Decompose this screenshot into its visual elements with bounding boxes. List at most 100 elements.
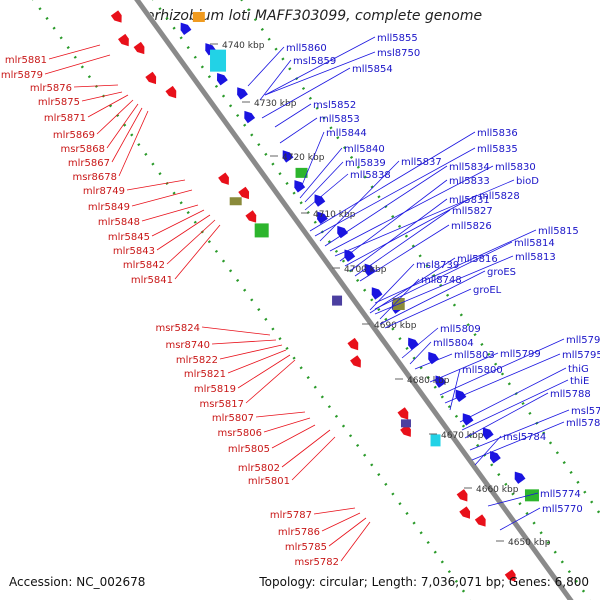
orange-block [192, 11, 205, 22]
gene-label: mlr5876 [30, 83, 72, 94]
cyan-block [430, 434, 441, 447]
gene-label: mll5780 [566, 418, 600, 429]
gene-label: mll5796 [566, 335, 600, 346]
label-leader [264, 51, 376, 96]
purple-block [400, 419, 411, 428]
gene-label: msl8750 [377, 48, 420, 59]
gene-label: groEL [473, 285, 502, 296]
label-leader [449, 368, 461, 411]
label-leader [166, 219, 216, 265]
label-leader [304, 161, 344, 203]
kbp-label: 4680 kbp [407, 376, 450, 386]
label-leader [429, 352, 499, 383]
gene-label: mlr5801 [248, 476, 290, 487]
gene-label: mll5774 [540, 489, 581, 500]
reverse-gene [514, 471, 526, 484]
forward-gene [218, 172, 229, 185]
gene-label: msr8740 [165, 340, 210, 351]
forward-gene [400, 424, 411, 437]
gene-label: mlr8749 [83, 186, 125, 197]
label-leader [344, 194, 478, 267]
gene-label: mlr5785 [285, 542, 327, 553]
label-leader [313, 507, 356, 515]
gene-label: mll5853 [319, 114, 360, 125]
label-leader [151, 209, 205, 237]
label-leader [274, 103, 312, 128]
gene-label: mll5799 [500, 349, 541, 360]
label-leader [96, 99, 134, 135]
kbp-label: 4660 kbp [476, 485, 519, 495]
reverse-gene [344, 249, 356, 262]
cyan-block [210, 49, 227, 72]
gene-label: msr8678 [72, 172, 117, 183]
label-leader [219, 344, 283, 360]
reverse-gene [364, 263, 376, 277]
label-leader [384, 288, 472, 329]
reverse-gene [462, 413, 474, 426]
label-leader [264, 36, 376, 96]
gene-label: mll5833 [449, 176, 490, 187]
gene-label: mll5827 [452, 206, 493, 217]
reverse-gene [180, 22, 192, 36]
gene-label: mll5828 [479, 191, 520, 202]
label-leader [324, 165, 448, 247]
label-leader [245, 359, 296, 404]
reverse-gene [317, 211, 328, 225]
reverse-gene [489, 451, 501, 464]
gene-label: mlr5805 [228, 444, 270, 455]
label-leader [211, 339, 277, 345]
gene-label: mlr5849 [88, 202, 130, 213]
reverse-gene [216, 73, 228, 86]
gene-label: thiE [570, 376, 589, 387]
gene-label: mlr5848 [98, 217, 140, 228]
gene-label: mlr5879 [1, 70, 43, 81]
label-leader [261, 67, 351, 119]
gene-label: mlr5843 [113, 246, 155, 257]
label-leader [379, 270, 486, 325]
label-leader [227, 349, 287, 374]
gene-label: mlr5881 [5, 55, 47, 66]
gene-label: msl5852 [313, 100, 356, 111]
gene-label: mll5826 [451, 221, 492, 232]
label-leader [374, 241, 513, 310]
gene-label: groES [487, 267, 516, 278]
forward-gene [350, 355, 361, 368]
label-leader [263, 417, 311, 433]
label-leader [271, 424, 316, 449]
label-leader [374, 229, 537, 304]
label-leader [81, 91, 123, 102]
label-leader [299, 131, 325, 191]
gene-label: msl8739 [416, 260, 459, 271]
gene-label: mlr5875 [38, 97, 80, 108]
gene-label: mll5816 [457, 254, 498, 265]
forward-gene [504, 569, 516, 582]
label-leader [299, 147, 343, 199]
gene-label: mlr5842 [123, 260, 165, 271]
gene-label: mll5809 [440, 324, 481, 335]
gene-label: mlr5787 [270, 510, 312, 521]
label-leader [131, 189, 193, 207]
reverse-gene [282, 150, 294, 163]
label-leader [359, 224, 450, 282]
label-leader [401, 327, 439, 359]
gene-label: mlr5802 [238, 463, 280, 474]
green-block [524, 489, 539, 502]
gene-label: mlr5819 [194, 384, 236, 395]
label-leader [73, 84, 119, 88]
label-leader [247, 46, 285, 87]
gene-label: msr5868 [60, 144, 105, 155]
label-leader [459, 367, 567, 423]
gene-label: mll5855 [377, 33, 418, 44]
label-leader [281, 429, 331, 468]
right-gene-labels: mll5860mll5855msl8750msl5859mll5854msl58… [247, 33, 600, 531]
gene-label: mlr5822 [176, 355, 218, 366]
gene-label: msr5782 [294, 557, 339, 568]
gene-label: mll5838 [350, 170, 391, 181]
gene-label: msr5824 [155, 323, 200, 334]
label-leader [314, 147, 476, 237]
kbp-label: 4710 kbp [313, 210, 356, 220]
gene-label: mll5803 [454, 350, 495, 361]
accession-label: Accession: NC_002678 [9, 575, 146, 589]
gene-label: mll5770 [542, 504, 583, 515]
